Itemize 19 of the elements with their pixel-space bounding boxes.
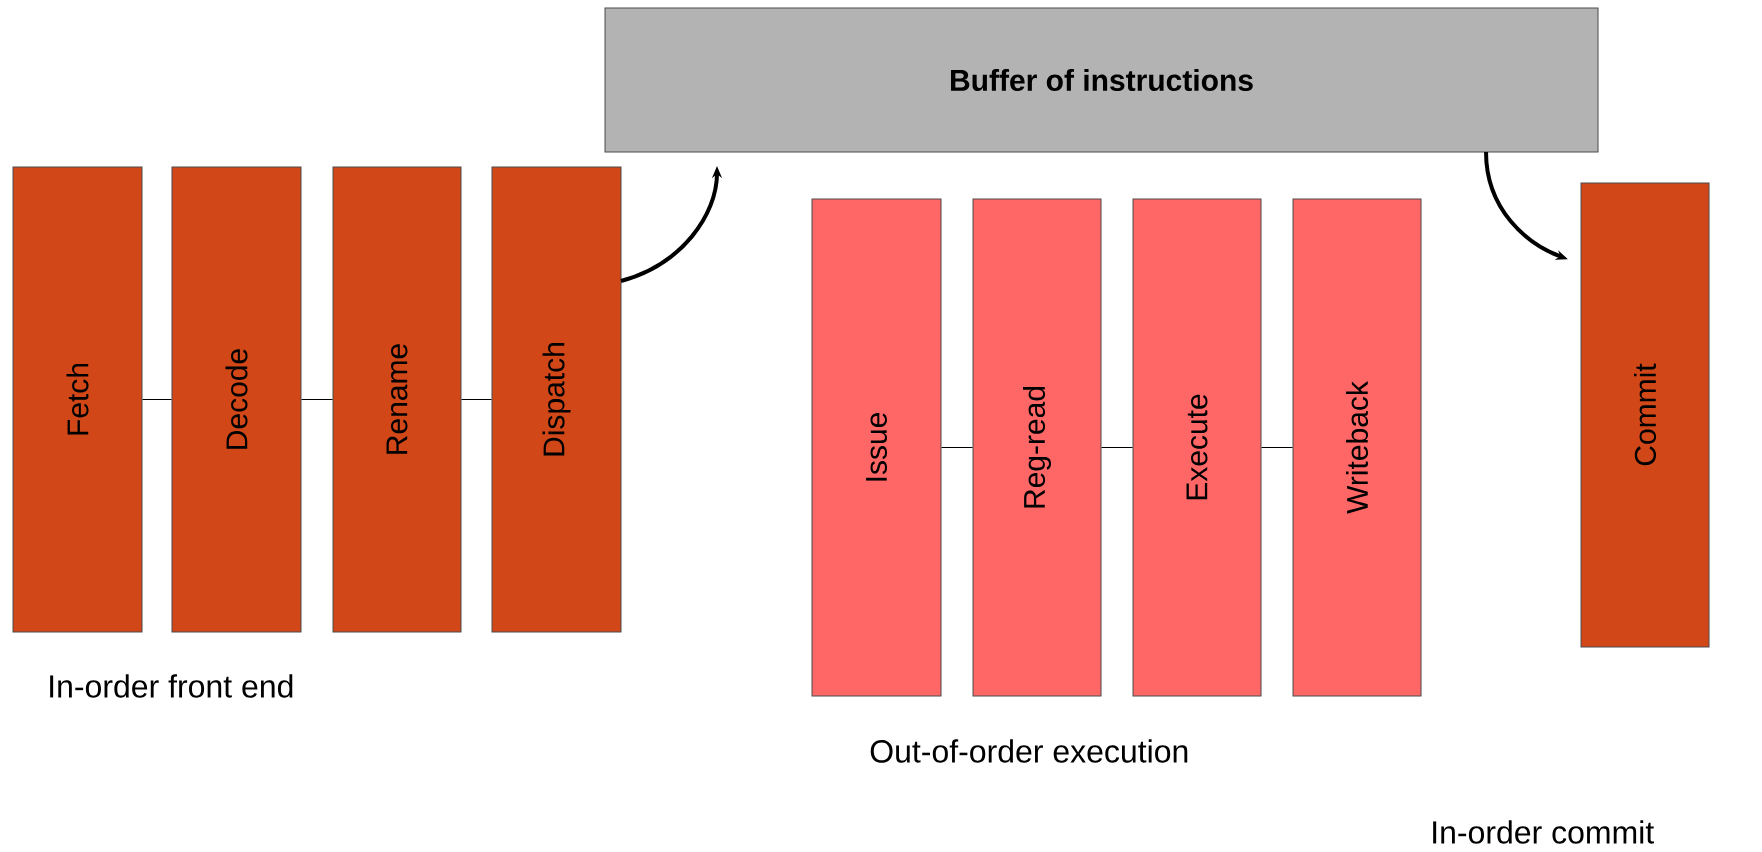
buffer-box: Buffer of instructions: [604, 7, 1599, 153]
connector-line: [1101, 447, 1133, 448]
stage-box: Execute: [1132, 198, 1262, 697]
stage-group-label: Out-of-order execution: [870, 739, 1188, 763]
stage-box: Decode: [171, 166, 302, 633]
stage-box: Writeback: [1292, 198, 1422, 697]
connector-line: [142, 399, 172, 400]
connector-line: [941, 447, 973, 448]
stage-box: Reg-read: [972, 198, 1102, 697]
stage-group-label: In-order commit: [1433, 820, 1654, 844]
stage-box: Dispatch: [491, 166, 622, 633]
stage-box: Rename: [332, 166, 462, 633]
stage-box: Fetch: [12, 166, 143, 633]
stage-box: Issue: [811, 198, 942, 697]
stage-box: Commit: [1580, 182, 1710, 648]
connector-line: [301, 399, 333, 400]
connector-line: [461, 399, 492, 400]
stage-group-label: In-order front end: [50, 674, 293, 698]
connector-line: [1261, 447, 1293, 448]
